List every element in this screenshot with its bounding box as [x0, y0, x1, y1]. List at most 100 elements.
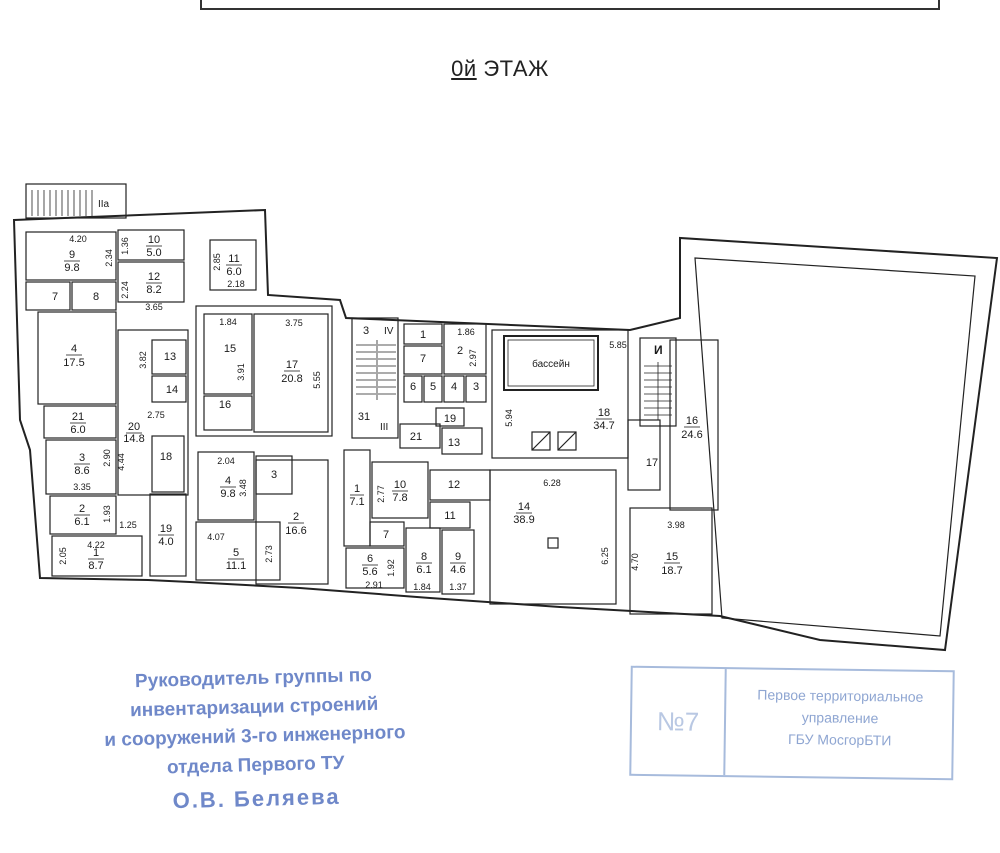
room-1a-area: 8.7	[88, 560, 103, 572]
room-11a-area: 6.0	[226, 266, 241, 278]
room-10c-area: 7.8	[392, 492, 407, 504]
room-1d	[343, 449, 371, 547]
room-18e-area: 34.7	[593, 420, 614, 432]
dim-4-44: 4.44	[116, 453, 126, 471]
room-2b-area: 16.6	[285, 525, 306, 537]
room-3b-num: 3	[271, 469, 277, 481]
room-6d-area: 5.6	[362, 566, 377, 578]
room-15a	[203, 313, 253, 395]
room-13c-num: 13	[448, 437, 460, 449]
previous-sheet-frame	[200, 0, 940, 10]
dim-4-70: 4.70	[630, 553, 640, 571]
room-11a	[209, 239, 257, 291]
dim-1-92: 1.92	[386, 559, 396, 577]
room-11c-num: 11	[444, 510, 455, 522]
room-3a-num: 3	[79, 452, 85, 464]
dim-4-20: 4.20	[69, 234, 87, 244]
room-1a	[51, 535, 143, 577]
room-8d-area: 6.1	[416, 564, 431, 576]
room-3d	[465, 375, 487, 403]
room-8a	[71, 281, 117, 311]
dim-1-84b: 1.84	[413, 582, 431, 592]
dim-2-34: 2.34	[104, 249, 114, 267]
dim-6-25: 6.25	[600, 547, 610, 565]
room-5b	[195, 521, 281, 581]
bti-stamp: №7 Первое территориальное управление ГБУ…	[629, 665, 955, 781]
room-2a	[49, 495, 117, 535]
room-3d-num: 3	[473, 381, 479, 393]
room-21c	[399, 423, 441, 449]
room-31-num: 31	[358, 411, 370, 423]
room-11c	[429, 501, 471, 529]
room-9-area: 9.8	[64, 262, 79, 274]
stair-exit-label: IIa	[98, 199, 110, 210]
room-14-column	[547, 537, 559, 549]
room-15a-num: 15	[224, 343, 236, 355]
room-12a-num: 12	[148, 271, 160, 283]
stamp-box-number: №7	[631, 667, 727, 776]
room-14a-num: 14	[166, 384, 178, 396]
room-17e-num: 17	[646, 457, 658, 469]
room-17a-area: 20.8	[281, 373, 302, 385]
dim-5-85: 5.85	[609, 340, 627, 350]
room-15e	[629, 507, 713, 615]
stair-steps-iv	[356, 340, 396, 400]
room-4b-num: 4	[225, 475, 231, 487]
dim-3-98: 3.98	[667, 520, 685, 530]
pool-step-1	[531, 431, 551, 451]
dim-1-25: 1.25	[119, 520, 137, 530]
room-2a-num: 2	[79, 503, 85, 515]
room-16a-num: 16	[219, 399, 231, 411]
room-18e	[491, 329, 629, 459]
stamp-org-line-3: ГБУ МосгорБТИ	[787, 730, 892, 749]
room-2c-num: 2	[457, 345, 463, 357]
room-15e-area: 18.7	[661, 565, 682, 577]
dim-6-28: 6.28	[543, 478, 561, 488]
room-5c-num: 5	[430, 381, 436, 393]
dim-1-93: 1.93	[102, 505, 112, 523]
dim-2-04: 2.04	[217, 456, 235, 466]
room-3a	[45, 439, 117, 495]
room-7c	[403, 345, 443, 375]
dim-2-75: 2.75	[147, 410, 165, 420]
dim-2-85: 2.85	[212, 253, 222, 271]
dim-2-18: 2.18	[227, 279, 245, 289]
dim-3-75: 3.75	[285, 318, 303, 328]
room-19a	[149, 493, 187, 577]
room-11a-num: 11	[228, 253, 239, 265]
room-21c-num: 21	[410, 431, 422, 443]
room-13a	[151, 339, 187, 375]
exit-stair-box	[25, 183, 127, 219]
room-18a	[151, 435, 185, 493]
room-4c-num: 4	[451, 381, 457, 393]
room-4a-num: 4	[71, 343, 77, 355]
floor-word: ЭТАЖ	[483, 56, 549, 81]
room-20-num: 20	[128, 421, 140, 433]
dim-1-37: 1.37	[449, 582, 467, 592]
dim-3-91: 3.91	[236, 363, 246, 381]
room-6d	[345, 547, 405, 589]
room-3c	[351, 317, 399, 439]
room-4c	[443, 375, 465, 403]
dim-4-07: 4.07	[207, 532, 225, 542]
stair-i-label: И	[654, 343, 663, 357]
stamp-org-line-1: Первое территориальное	[757, 686, 924, 705]
room-7a-num: 7	[52, 291, 58, 303]
room-14e-area: 38.9	[513, 514, 534, 526]
room-19c	[435, 407, 465, 427]
stamp-org: Первое территориальное управление ГБУ Мо…	[726, 683, 955, 752]
room-9	[25, 231, 117, 281]
room-13a-num: 13	[164, 351, 176, 363]
room-21a-num: 21	[72, 411, 84, 423]
room-10a	[117, 229, 185, 261]
room-2b-num: 2	[293, 511, 299, 523]
signature-stamp: Руководитель группы по инвентаризации ст…	[38, 658, 472, 818]
room-20	[117, 329, 189, 496]
room-16a	[203, 395, 253, 431]
pool-label: бассейн	[532, 358, 570, 370]
room-4b	[197, 451, 255, 521]
room-17a	[253, 313, 329, 433]
room-5c	[423, 375, 443, 403]
room-6c	[403, 375, 423, 403]
